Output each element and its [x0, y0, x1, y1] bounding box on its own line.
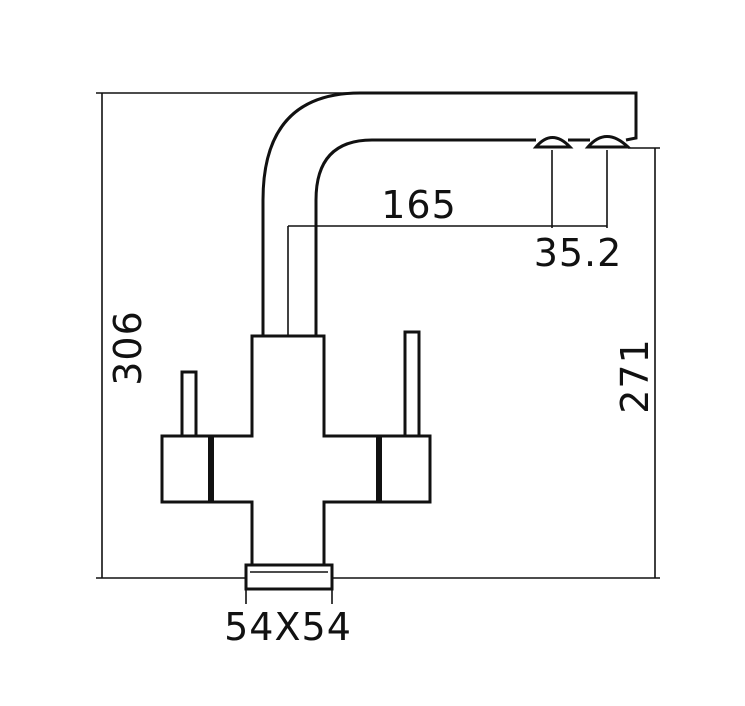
- label-outlet-spacing: 35.2: [534, 231, 623, 275]
- central-body: [210, 334, 380, 567]
- base-plate: [244, 563, 334, 591]
- label-spout-height: 271: [613, 338, 657, 414]
- left-lever: [180, 370, 198, 438]
- right-handle-joint: [376, 436, 382, 502]
- right-lever: [403, 330, 421, 438]
- outlet-nozzle-left: [532, 136, 574, 149]
- left-handle-joint: [208, 436, 214, 502]
- label-spout-reach: 165: [381, 183, 457, 227]
- outlet-nozzle-right: [584, 135, 632, 149]
- right-handle-block: [376, 434, 432, 504]
- label-total-height: 306: [106, 310, 150, 386]
- label-base-size: 54X54: [224, 605, 352, 649]
- dimension-labels: 306 271 165 35.2 54X54: [106, 183, 657, 649]
- spout-inner-edge: [314, 138, 536, 336]
- faucet-outline: [160, 91, 638, 591]
- left-handle-block: [160, 434, 214, 504]
- dimension-lines: [96, 92, 660, 604]
